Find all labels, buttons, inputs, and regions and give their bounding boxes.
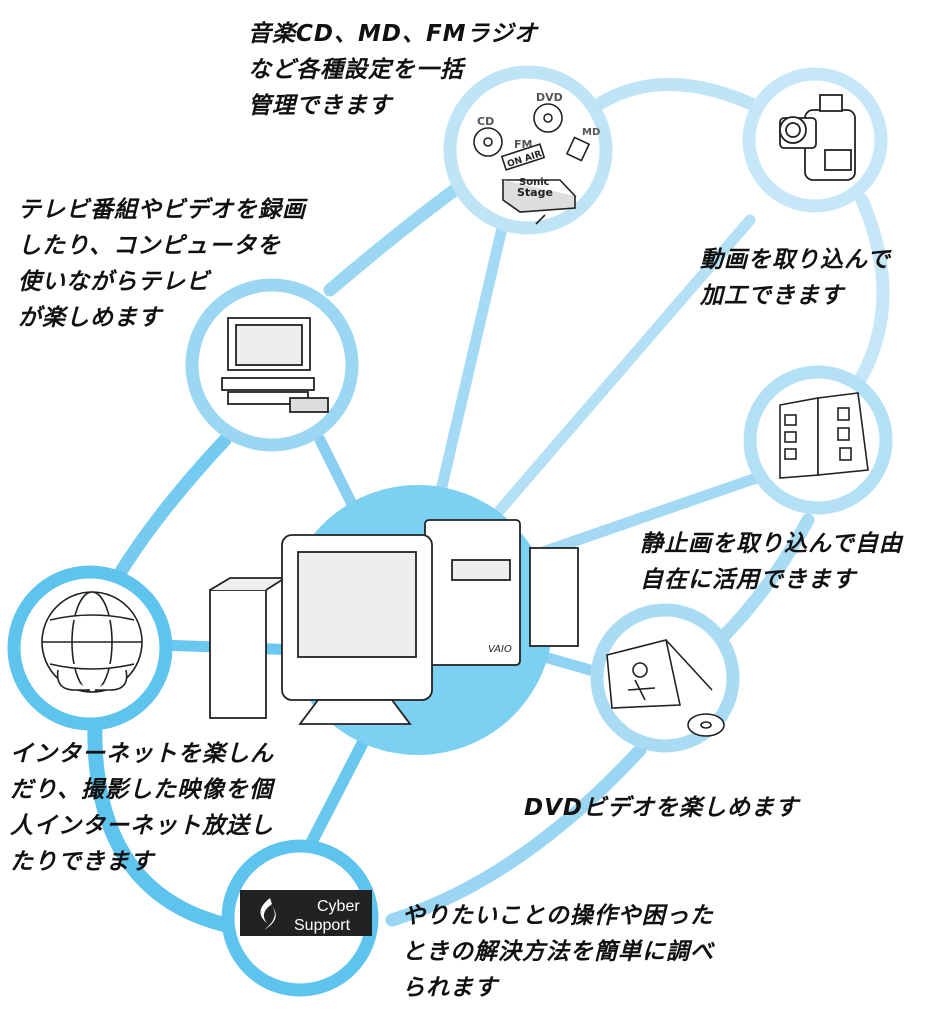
caption-support-line: ときの解決方法を簡単に調べ: [402, 939, 714, 965]
camcorder-icon: [779, 94, 856, 181]
caption-support-line: られます: [402, 975, 498, 1001]
caption-internet-line: だり、撮影した映像を個: [10, 777, 274, 803]
caption-camcorder-line: 動画を取り込んで: [700, 247, 891, 273]
node-music: CD DVD FM ON AIR MD Sonic Stage: [443, 65, 613, 235]
caption-internet-line: たりできます: [10, 849, 154, 875]
caption-internet-line: 人インターネット放送し: [10, 813, 274, 839]
spoke-camcorder: [494, 214, 756, 516]
caption-tv-line: テレビ番組やビデオを録画: [18, 197, 306, 223]
caption-internet: インターネットを楽しん だり、撮影した映像を個 人インターネット放送し たりでき…: [10, 736, 274, 880]
arc-camcorder-album: [853, 193, 890, 387]
arc-music-camcorder: [583, 78, 767, 117]
node-album: [743, 365, 893, 515]
node-dvd: [590, 603, 740, 753]
node-support: Cyber Support: [221, 839, 379, 997]
globe-icon: [41, 591, 143, 693]
stage-label-2: Stage: [517, 186, 553, 199]
caption-music-line: 音楽CD、MD、FMラジオ: [248, 21, 539, 47]
photo-album-icon: [779, 392, 869, 479]
node-internet: [7, 565, 173, 731]
caption-tv-line: したり、コンピュータを: [18, 233, 282, 259]
caption-album-line: 静止画を取り込んで自由: [640, 531, 903, 557]
arc-music-tv: [323, 173, 475, 297]
caption-dvd-line: DVDビデオを楽しめます: [524, 795, 799, 821]
caption-internet-line: インターネットを楽しん: [10, 741, 274, 767]
caption-album: 静止画を取り込んで自由 自在に活用できます: [640, 526, 903, 598]
caption-tv-line: 使いながらテレビ: [18, 269, 210, 295]
arc-dvd-support: [385, 743, 647, 927]
music-cd-md-fm-icon: CD DVD FM ON AIR MD Sonic Stage: [473, 91, 600, 225]
caption-tv-line: が楽しめます: [18, 305, 162, 331]
logo-cyber: Cyber: [317, 898, 360, 915]
caption-album-line: 自在に活用できます: [640, 567, 856, 593]
caption-tv: テレビ番組やビデオを録画 したり、コンピュータを 使いながらテレビ が楽しめます: [18, 192, 306, 336]
spoke-album: [514, 469, 771, 566]
md-label: MD: [582, 127, 600, 138]
caption-music-line: など各種設定を一括: [248, 57, 464, 83]
logo-support: Support: [294, 917, 351, 934]
caption-music-line: 管理できます: [248, 93, 392, 119]
spoke-music: [434, 209, 511, 501]
stage-label-1: Sonic: [519, 177, 550, 188]
cyber-support-logo: Cyber Support: [240, 890, 372, 936]
caption-support-line: やりたいことの操作や困った: [402, 903, 714, 929]
arc-album-dvd: [713, 513, 815, 647]
arc-tv-internet: [103, 433, 232, 597]
caption-support: やりたいことの操作や困った ときの解決方法を簡単に調べ られます: [402, 898, 714, 1006]
vaio-brand: VAIO: [488, 644, 512, 655]
caption-dvd: DVDビデオを楽しめます: [524, 790, 799, 826]
node-tv: [185, 278, 359, 452]
caption-camcorder: 動画を取り込んで 加工できます: [700, 242, 891, 314]
dvd-label: DVD: [536, 91, 563, 104]
tv-vcr-icon: [221, 317, 329, 413]
node-camcorder: [742, 67, 888, 213]
dvd-video-icon: [606, 639, 725, 737]
caption-camcorder-line: 加工できます: [700, 283, 844, 309]
cd-label: CD: [477, 115, 494, 128]
vaio-desktop-pc-icon: VAIO: [209, 519, 579, 725]
caption-music: 音楽CD、MD、FMラジオ など各種設定を一括 管理できます: [248, 16, 538, 124]
arc-internet-support: [87, 712, 248, 936]
